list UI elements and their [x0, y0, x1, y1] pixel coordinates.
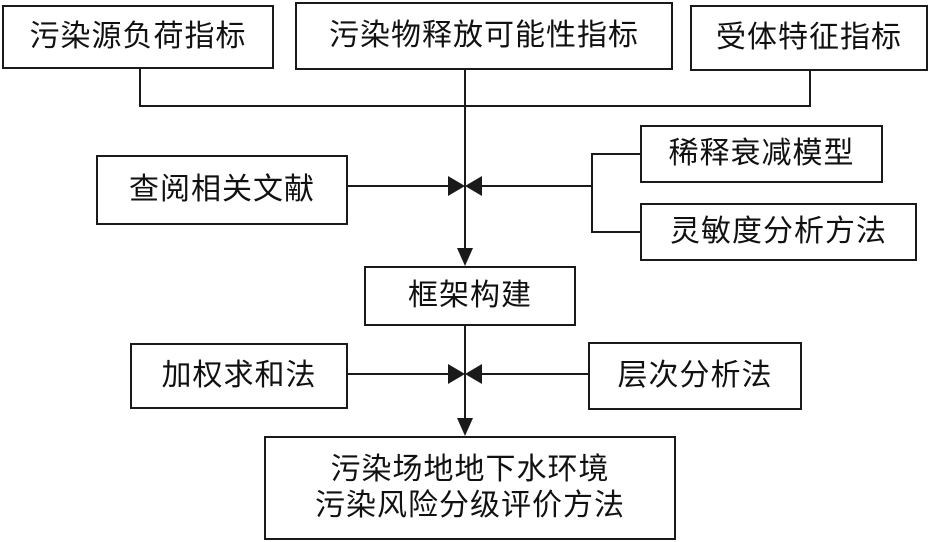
risk-method-line-1: 污染场地地下水环境 — [330, 452, 610, 487]
literature-review-label: 查阅相关文献 — [129, 172, 315, 207]
sensitivity-analysis-label: 灵敏度分析方法 — [670, 214, 887, 249]
weighted-sum-label: 加权求和法 — [161, 358, 317, 393]
arrowhead-left-2 — [465, 364, 482, 384]
dilution-model-box: 稀释衰减模型 — [640, 125, 883, 183]
arrowhead-down-2 — [457, 418, 473, 436]
arrowhead-right-2 — [448, 364, 465, 384]
sensitivity-analysis-box: 灵敏度分析方法 — [640, 203, 917, 261]
risk-classification-method-box: 污染场地地下水环境 污染风险分级评价方法 — [264, 436, 676, 540]
receptor-indicator-label: 受体特征指标 — [716, 20, 902, 55]
literature-review-box: 查阅相关文献 — [96, 155, 348, 225]
framework-construction-label: 框架构建 — [408, 278, 532, 313]
top-merge-connector — [139, 68, 811, 107]
dilution-model-label: 稀释衰减模型 — [668, 136, 855, 171]
weighted-sum-box: 加权求和法 — [130, 343, 348, 409]
ahp-box: 层次分析法 — [588, 342, 802, 410]
receptor-indicator-box: 受体特征指标 — [690, 5, 928, 71]
ahp-label: 层次分析法 — [617, 358, 773, 393]
release-possibility-indicator-label: 污染物释放可能性指标 — [329, 18, 639, 53]
framework-construction-box: 框架构建 — [364, 266, 576, 326]
arrowhead-left-1 — [465, 176, 482, 196]
source-load-indicator-box: 污染源负荷指标 — [2, 5, 274, 69]
release-possibility-indicator-box: 污染物释放可能性指标 — [295, 2, 673, 70]
risk-method-line-2: 污染风险分级评价方法 — [315, 488, 625, 523]
arrowhead-down-1 — [457, 248, 473, 266]
arrowhead-right-1 — [448, 176, 465, 196]
source-load-indicator-label: 污染源负荷指标 — [29, 19, 247, 54]
right-bracket-connector — [482, 153, 640, 233]
